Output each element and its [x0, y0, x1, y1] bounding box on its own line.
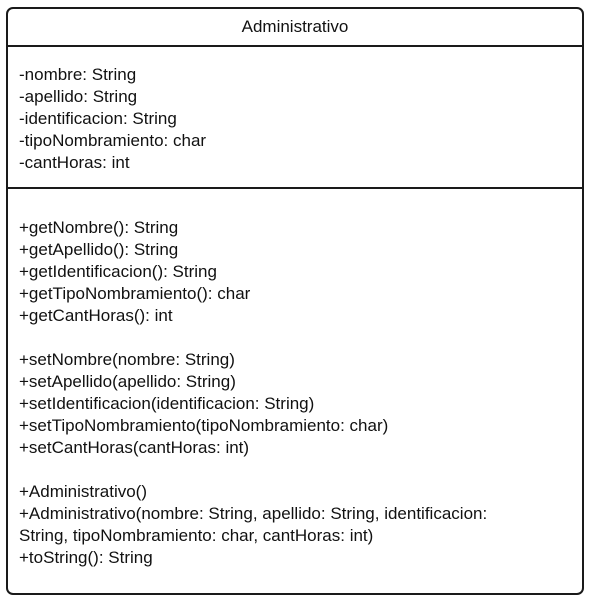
attribute-identificacion: -identificacion: String	[19, 109, 177, 128]
method-get-apellido: +getApellido(): String	[19, 240, 179, 259]
attributes-compartment: -nombre: String -apellido: String -ident…	[8, 47, 582, 189]
method-set-tipo-nombramiento: +setTipoNombramiento(tipoNombramiento: c…	[19, 416, 389, 435]
constructor-default: +Administrativo()	[19, 482, 148, 501]
method-get-tipo-nombramiento: +getTipoNombramiento(): char	[19, 284, 251, 303]
method-get-nombre: +getNombre(): String	[19, 218, 179, 237]
class-name: Administrativo	[8, 9, 582, 47]
method-get-identificacion: +getIdentificacion(): String	[19, 262, 217, 281]
method-set-nombre: +setNombre(nombre: String)	[19, 350, 235, 369]
constructors-group: +Administrativo() +Administrativo(nombre…	[19, 481, 582, 569]
method-set-identificacion: +setIdentificacion(identificacion: Strin…	[19, 394, 315, 413]
method-set-cant-horas: +setCantHoras(cantHoras: int)	[19, 438, 250, 457]
attribute-nombre: -nombre: String	[19, 65, 137, 84]
getters-group: +getNombre(): String +getApellido(): Str…	[19, 217, 582, 327]
uml-class-box: Administrativo -nombre: String -apellido…	[6, 7, 584, 595]
attribute-tipo-nombramiento: -tipoNombramiento: char	[19, 131, 207, 150]
constructor-full-line-2: String, tipoNombramiento: char, cantHora…	[19, 526, 374, 545]
attribute-apellido: -apellido: String	[19, 87, 138, 106]
method-get-cant-horas: +getCantHoras(): int	[19, 306, 173, 325]
setters-group: +setNombre(nombre: String) +setApellido(…	[19, 349, 582, 459]
operations-compartment: +getNombre(): String +getApellido(): Str…	[8, 189, 582, 593]
method-to-string: +toString(): String	[19, 548, 153, 567]
method-set-apellido: +setApellido(apellido: String)	[19, 372, 236, 391]
attribute-cant-horas: -cantHoras: int	[19, 153, 130, 172]
constructor-full-line-1: +Administrativo(nombre: String, apellido…	[19, 504, 488, 523]
